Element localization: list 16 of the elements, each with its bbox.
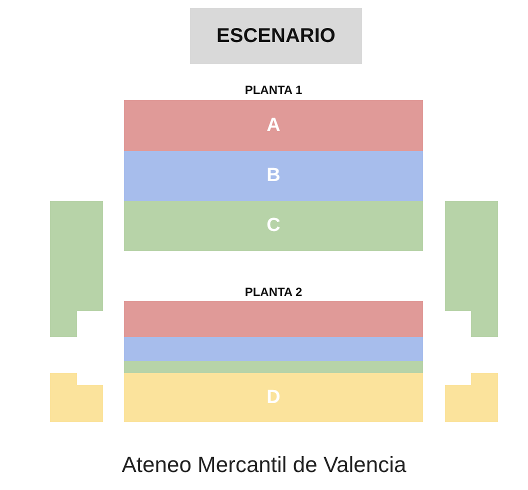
floor-label: PLANTA 2	[244, 285, 302, 299]
seating-band	[124, 301, 423, 337]
section-letter: B	[266, 165, 280, 187]
section-letter: A	[266, 114, 280, 136]
stage-box	[190, 8, 362, 64]
seating-section	[124, 201, 423, 251]
seating-section	[124, 373, 423, 422]
stage-label: ESCENARIO	[216, 24, 336, 48]
section-letter: D	[266, 386, 280, 408]
caption: Ateneo Mercantil de Valencia	[122, 452, 406, 477]
section-letter: C	[266, 215, 280, 237]
floor-label: PLANTA 1	[244, 83, 302, 97]
seating-band	[124, 361, 423, 373]
seating-section	[124, 100, 423, 151]
seating-section	[124, 151, 423, 201]
seating-band	[124, 337, 423, 361]
